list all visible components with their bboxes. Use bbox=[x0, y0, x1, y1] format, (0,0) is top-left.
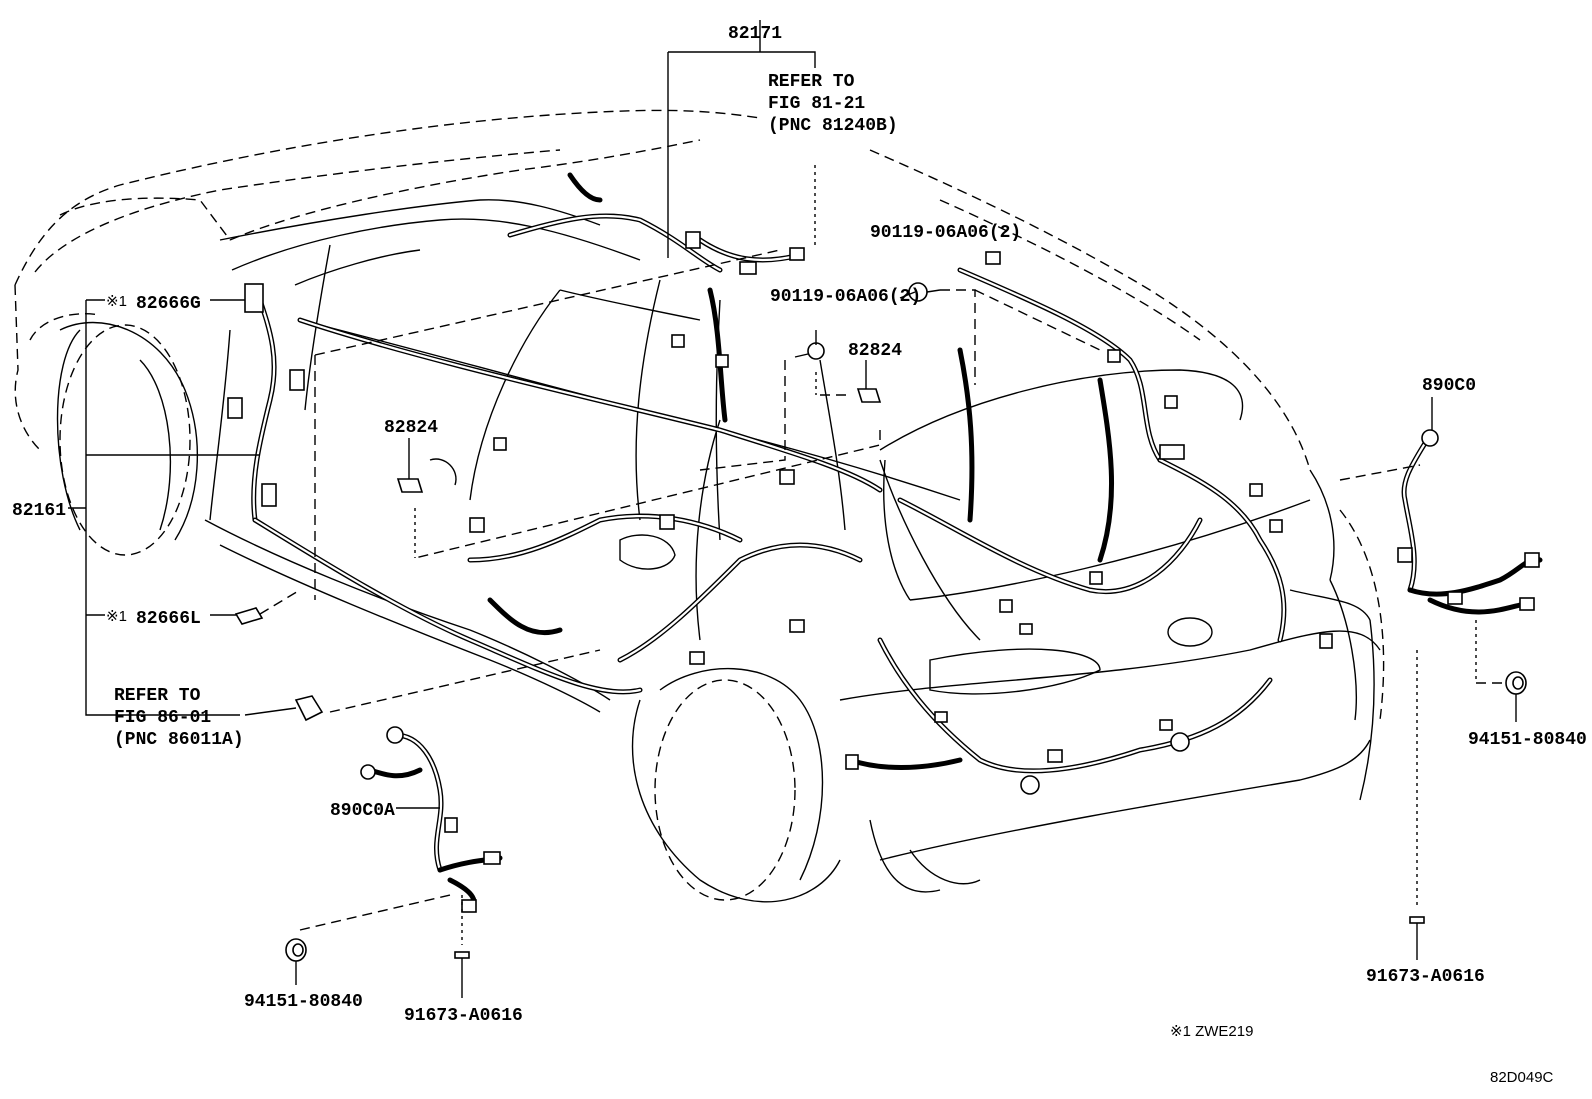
grommet-left-icon bbox=[285, 938, 307, 962]
part-82666l bbox=[234, 607, 264, 625]
reference-lines bbox=[259, 165, 1506, 945]
leader-lines bbox=[68, 20, 1517, 998]
labels: 82171 REFER TO FIG 81-21 (PNC 81240B) 90… bbox=[12, 24, 1587, 1086]
wire-harness bbox=[251, 172, 1543, 913]
bolt-90119-lower-icon bbox=[794, 342, 825, 360]
label-mark-82666g: ※1 bbox=[106, 293, 127, 310]
label-refer-fig81-1: REFER TO bbox=[768, 72, 855, 92]
label-bolt-lower: 90119-06A06(2) bbox=[770, 287, 921, 307]
label-82161: 82161 bbox=[12, 501, 66, 521]
part-refer-86 bbox=[294, 695, 324, 722]
label-82666g: 82666G bbox=[136, 294, 201, 314]
label-grommet-left: 94151-80840 bbox=[244, 992, 363, 1012]
label-82666l: 82666L bbox=[136, 609, 201, 629]
label-bolt-left: 91673-A0616 bbox=[404, 1006, 523, 1026]
label-clamp-82824-right: 82824 bbox=[848, 341, 902, 361]
label-refer-fig86-1: REFER TO bbox=[114, 686, 201, 706]
car-body-outline bbox=[14, 109, 1385, 903]
label-mark-82666l: ※1 bbox=[106, 608, 127, 625]
label-82171: 82171 bbox=[728, 24, 782, 44]
grommet-right-icon bbox=[1505, 671, 1527, 695]
label-figure-code: 82D049C bbox=[1490, 1069, 1554, 1086]
label-refer-fig81-2: FIG 81-21 bbox=[768, 94, 865, 114]
label-refer-fig86-3: (PNC 86011A) bbox=[114, 730, 244, 750]
label-refer-fig81-3: (PNC 81240B) bbox=[768, 116, 898, 136]
label-890c0: 890C0 bbox=[1422, 376, 1476, 396]
bolt-91673-left-icon bbox=[454, 951, 470, 972]
bolt-91673-right-icon bbox=[1409, 916, 1425, 937]
clamp-82824-left bbox=[396, 478, 424, 493]
label-bolt-upper: 90119-06A06(2) bbox=[870, 223, 1021, 243]
label-footnote: ※1 ZWE219 bbox=[1170, 1023, 1253, 1040]
label-890c0a: 890C0A bbox=[330, 801, 395, 821]
clamp-82824-right bbox=[856, 388, 882, 403]
label-clamp-82824-left: 82824 bbox=[384, 418, 438, 438]
bolt-90119-upper-icon bbox=[908, 282, 941, 302]
label-refer-fig86-2: FIG 86-01 bbox=[114, 708, 211, 728]
label-bolt-right: 91673-A0616 bbox=[1366, 967, 1485, 987]
connectors bbox=[227, 231, 1540, 913]
label-grommet-right: 94151-80840 bbox=[1468, 730, 1587, 750]
